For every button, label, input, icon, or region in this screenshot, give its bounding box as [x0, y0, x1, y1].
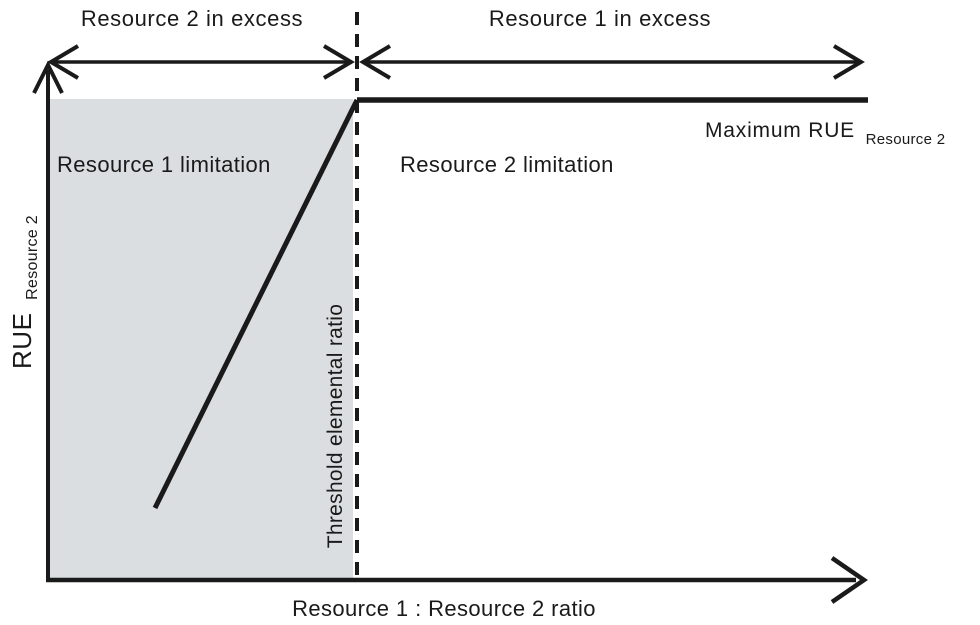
zone-right-double-arrow — [359, 44, 865, 80]
y-axis-label-subscript: Resource 2 — [24, 215, 41, 300]
zone-left-arrowhead-right-icon — [322, 44, 355, 80]
rue-rising-line — [152, 98, 360, 510]
x-axis-label: Resource 1 : Resource 2 ratio — [292, 596, 596, 621]
max-rue-label-main: Maximum RUE — [705, 119, 855, 142]
zone-right-arrowhead-right-icon — [832, 44, 865, 80]
region-right-label: Resource 2 limitation — [400, 152, 614, 177]
x-axis — [46, 556, 868, 604]
resource1-limitation-shaded-region — [50, 99, 353, 579]
max-rue-label-subscript: Resource 2 — [866, 131, 946, 148]
max-rue-label: Maximum RUE Resource 2 — [705, 119, 945, 148]
zone-right-label: Resource 1 in excess — [489, 6, 711, 31]
y-axis-arrowhead-icon — [32, 60, 64, 94]
y-axis — [32, 60, 64, 580]
zone-left-arrowhead-left-icon — [47, 44, 80, 80]
region-left-label: Resource 1 limitation — [57, 152, 271, 177]
zone-right-arrowhead-left-icon — [359, 44, 392, 80]
x-axis-arrowhead-icon — [830, 556, 868, 604]
threshold-label: Threshold elemental ratio — [324, 304, 347, 548]
zone-left-label: Resource 2 in excess — [81, 6, 303, 31]
zone-left-double-arrow — [47, 44, 355, 80]
y-axis-label-main: RUE — [7, 313, 37, 369]
y-axis-label: RUE Resource 2 — [7, 215, 41, 369]
